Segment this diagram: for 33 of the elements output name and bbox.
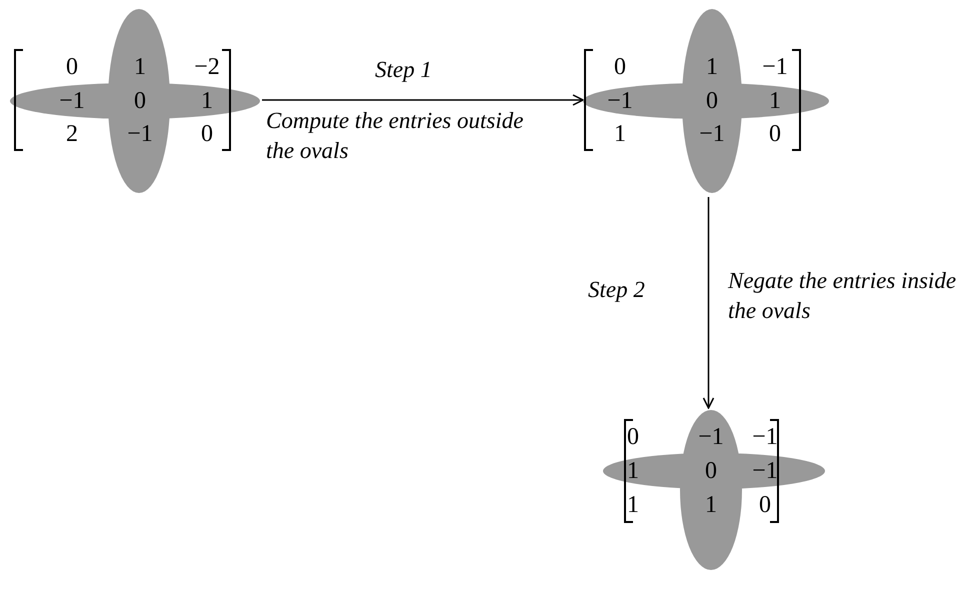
matrix-entry: 0: [706, 89, 718, 113]
matrix-entry: 0: [134, 89, 146, 113]
arrow: [262, 94, 584, 106]
matrix-entry: 1: [627, 459, 639, 483]
matrix-entry: −1: [698, 425, 724, 449]
matrix-entry: 0: [759, 493, 771, 517]
matrix-entry: 1: [706, 55, 718, 79]
matrix-entry: 1: [134, 55, 146, 79]
matrix-entry: 2: [66, 122, 78, 146]
matrix-entry: 0: [66, 55, 78, 79]
edge-label: Step 1: [375, 56, 432, 84]
matrix-entry: −1: [699, 122, 725, 146]
matrix-entry: 0: [705, 459, 717, 483]
matrix-entry: −1: [752, 425, 778, 449]
matrix-entry: 1: [201, 89, 213, 113]
matrix-entry: 0: [769, 122, 781, 146]
matrix-entry: 1: [705, 493, 717, 517]
matrix-entry: 0: [201, 122, 213, 146]
matrix-entry: −1: [59, 89, 85, 113]
matrix-entry: −1: [607, 89, 633, 113]
matrix-entry: 0: [627, 425, 639, 449]
matrix-entry: −1: [127, 122, 153, 146]
edge-label: Step 2: [588, 276, 645, 304]
matrix-entry: −2: [194, 55, 220, 79]
matrix-entry: 1: [627, 493, 639, 517]
matrix-entry: 1: [614, 122, 626, 146]
note-text: Negate the entries inside the ovals: [728, 267, 958, 325]
matrix-entry: 0: [614, 55, 626, 79]
note-text: Compute the entries outside the ovals: [266, 107, 524, 165]
arrow: [702, 197, 714, 409]
matrix-entry: −1: [752, 459, 778, 483]
matrix-entry: 1: [769, 89, 781, 113]
matrix-entry: −1: [762, 55, 788, 79]
